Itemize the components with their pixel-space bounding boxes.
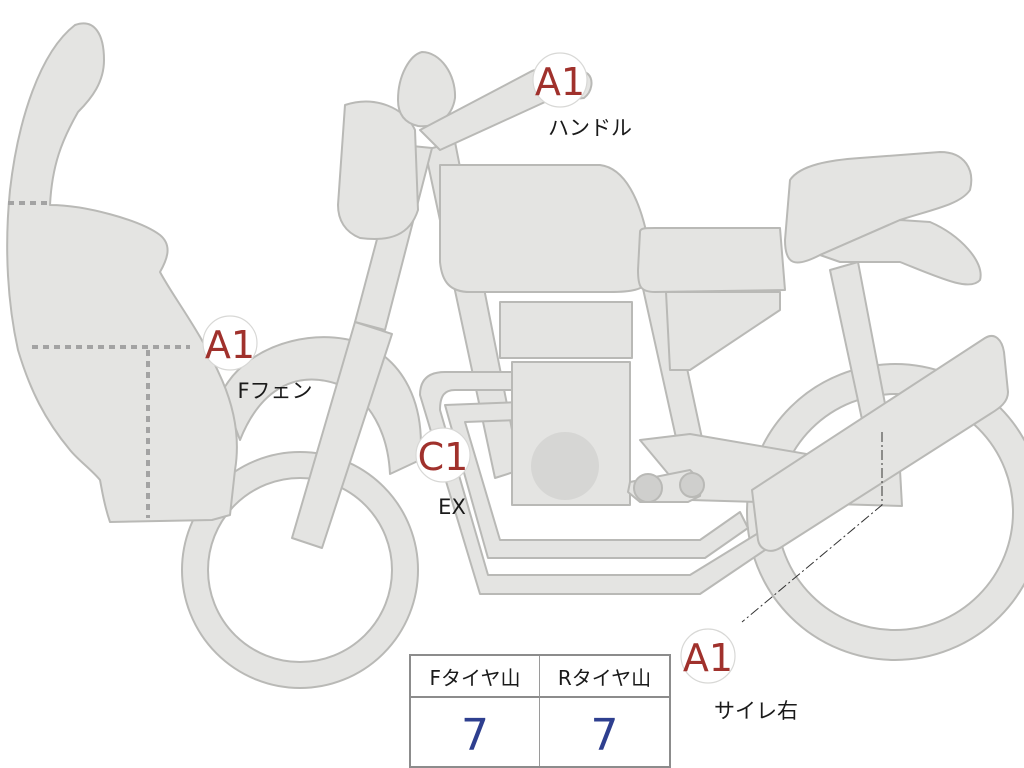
side-cover — [665, 291, 781, 371]
marker-muffler-right-label: サイレ右 — [714, 699, 798, 723]
tire-tread-table: Fタイヤ山 Rタイヤ山 7 7 — [409, 654, 671, 768]
fairing-damage-markings — [8, 201, 190, 518]
marker-front-fender-code: A1 — [205, 323, 255, 367]
marker-front-fender[interactable]: A1 Fフェン — [202, 315, 313, 403]
fuel-tank — [439, 164, 649, 293]
marker-exhaust[interactable]: C1 EX — [415, 427, 471, 519]
seat-rear — [784, 151, 973, 264]
front-tire-tread-value: 7 — [411, 698, 540, 766]
headlight — [337, 100, 419, 240]
marker-exhaust-label: EX — [438, 495, 466, 519]
fairing — [6, 22, 238, 523]
front-tire-tread-header: Fタイヤ山 — [411, 656, 540, 698]
marker-handle[interactable]: A1 ハンドル — [532, 52, 632, 140]
tail-cowl — [819, 219, 982, 286]
seat-front — [637, 227, 786, 293]
muffler — [751, 334, 1009, 552]
marker-handle-code: A1 — [535, 60, 585, 104]
engine — [499, 301, 705, 506]
marker-muffler-right[interactable]: A1 サイレ右 — [680, 628, 798, 723]
front-wheel — [181, 451, 419, 689]
marker-handle-label: ハンドル — [548, 116, 632, 140]
exhaust-pipe-lower — [419, 371, 769, 595]
muffler-leader-line — [741, 432, 883, 623]
rear-tire-tread-value: 7 — [590, 709, 619, 761]
marker-muffler-right-code: A1 — [683, 636, 733, 680]
rear-tire-tread-header: Rタイヤ山 — [540, 656, 669, 698]
marker-exhaust-code: C1 — [418, 435, 469, 479]
front-fork-lower — [291, 321, 393, 549]
mirror — [397, 51, 457, 128]
marker-front-fender-label: Fフェン — [237, 379, 312, 403]
